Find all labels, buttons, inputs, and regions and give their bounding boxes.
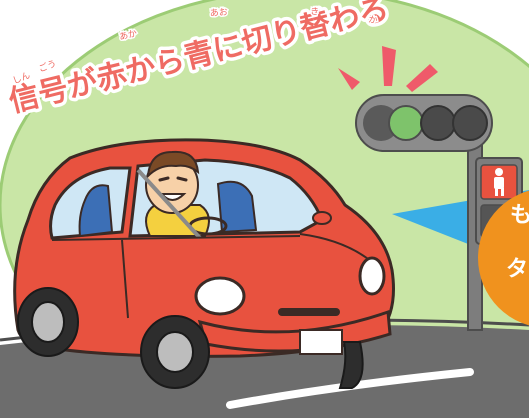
orange-badge: [478, 190, 529, 326]
car: [13, 138, 395, 389]
traffic-light-lamp-yellow: [420, 105, 456, 141]
orange-badge-line2: タ: [506, 257, 528, 282]
ruby-ka: か: [367, 14, 378, 26]
window-sill: [51, 235, 301, 241]
ruby-ao: あお: [209, 7, 228, 19]
front-wheel: [140, 315, 210, 389]
grille-upper: [278, 308, 340, 316]
car-rear-seat: [78, 184, 114, 238]
car-front-seat: [216, 180, 258, 234]
rear-wheel: [17, 287, 79, 357]
traffic-light-lamp-left: [363, 105, 399, 141]
car-headlight-right: [358, 256, 386, 296]
car-headlight: [194, 276, 246, 316]
orange-badge-line1: も: [510, 203, 529, 228]
door-line: [121, 239, 129, 319]
alert-burst-icon: [338, 46, 438, 92]
front-right-wheel: [338, 341, 364, 389]
pedestrian-icon: [494, 168, 504, 196]
traffic-light-lamp-red: [452, 105, 488, 141]
seatbelt: [136, 168, 202, 240]
driver-hair: [146, 150, 200, 179]
ruby-ki: き: [310, 6, 320, 18]
side-mirror: [312, 211, 332, 225]
traffic-light-lamp-green: [388, 105, 424, 141]
license-plate: [299, 329, 343, 355]
